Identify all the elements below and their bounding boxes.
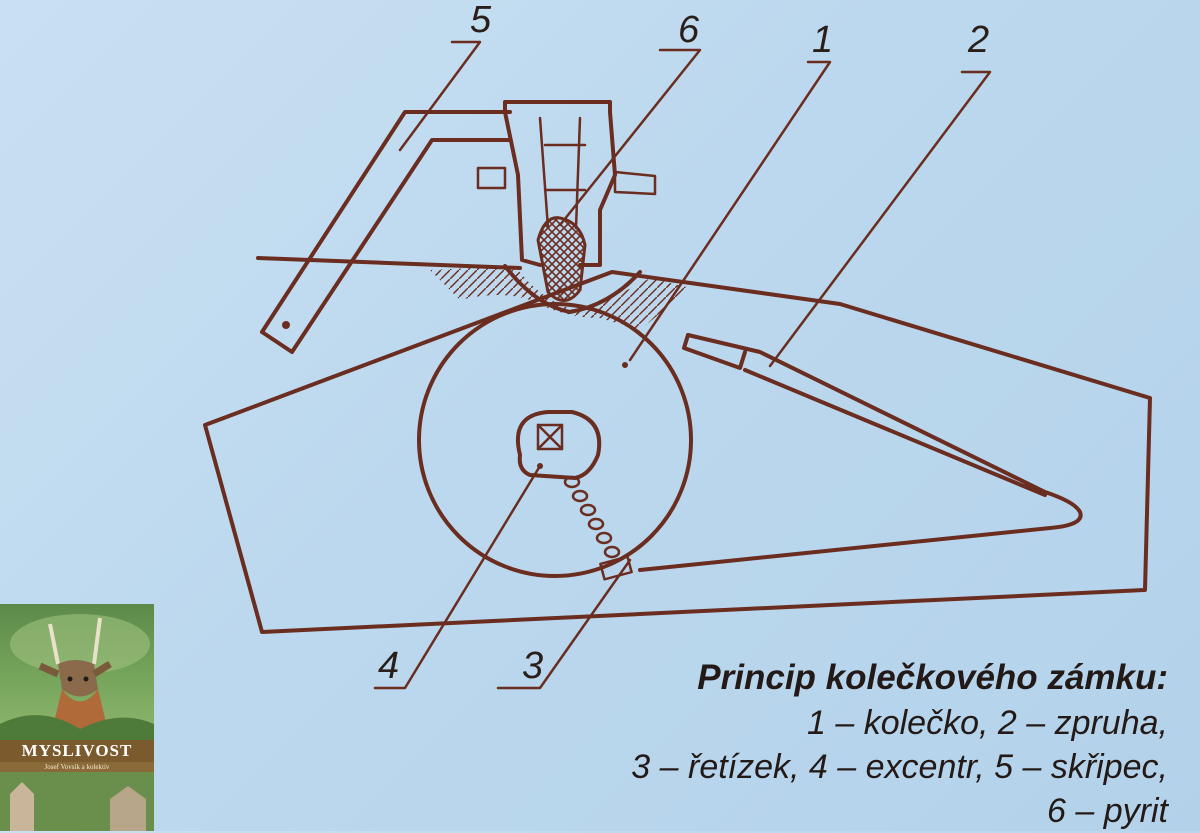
leader-4 <box>373 464 542 690</box>
cover-title: MYSLIVOST <box>0 740 154 762</box>
cock-pivot <box>282 321 290 329</box>
wheel-circle <box>417 302 693 578</box>
leader-2 <box>768 70 992 368</box>
pyrite <box>536 216 587 302</box>
label-3: 3 <box>522 645 543 687</box>
chain <box>563 475 633 581</box>
caption-line-2: 3 – řetízek, 4 – excentr, 5 – skřipec, 6… <box>631 748 1168 830</box>
wheel-center-dot <box>622 362 628 368</box>
jaw-inner <box>538 116 587 230</box>
caption-title: Princip kolečkového zámku: <box>697 658 1168 697</box>
caption-line-1: 1 – kolečko, 2 – zpruha, <box>806 704 1168 742</box>
pan-hatching <box>430 266 690 330</box>
leader-6 <box>558 48 702 227</box>
jaw-screw <box>476 166 657 196</box>
caption: Princip kolečkového zámku: 1 – kolečko, … <box>608 655 1168 833</box>
cover-author: Josef Vovsík a kolektiv <box>0 762 154 772</box>
cock-jaws <box>503 100 617 267</box>
label-2: 2 <box>967 19 989 61</box>
leader-1 <box>628 60 832 362</box>
label-4: 4 <box>378 645 399 687</box>
label-6: 6 <box>678 9 700 51</box>
square-axle <box>536 423 564 451</box>
mainspring <box>638 333 1083 572</box>
label-1: 1 <box>812 19 833 61</box>
eccentric <box>515 410 602 480</box>
label-5: 5 <box>470 0 492 41</box>
cock-arm <box>260 110 512 354</box>
lock-plate <box>203 256 1152 634</box>
leader-5 <box>398 40 482 152</box>
pan-edge <box>503 264 642 314</box>
book-cover: MYSLIVOST Josef Vovsík a kolektiv <box>0 604 154 831</box>
leader-3 <box>496 558 632 690</box>
mainspring-tip <box>682 333 747 370</box>
deer-illustration <box>0 614 154 831</box>
